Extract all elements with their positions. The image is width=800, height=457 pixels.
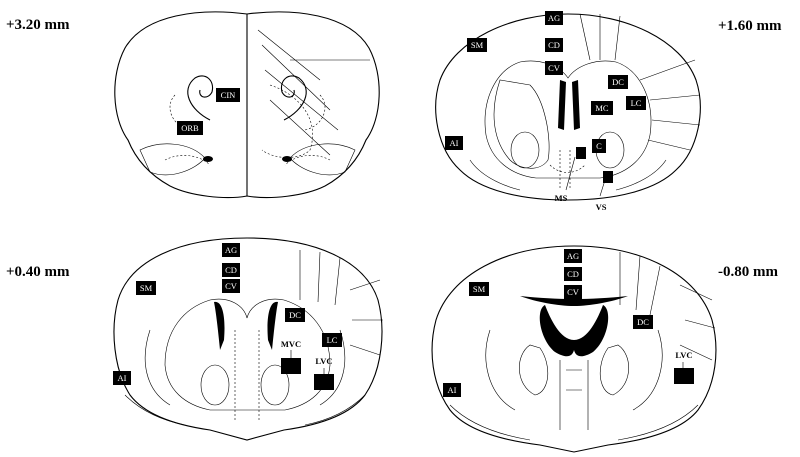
svg-text:SM: SM <box>473 284 486 294</box>
brain-outline <box>113 237 383 441</box>
section-panel-4: -0.80 mm AG CD CV SM DC AI LVC <box>431 245 778 453</box>
svg-text:MC: MC <box>595 103 609 113</box>
region-label-cin: CIN <box>216 88 240 102</box>
injection-site-mvc <box>281 358 301 374</box>
svg-text:AG: AG <box>567 251 579 261</box>
region-label-orb: ORB <box>177 121 203 135</box>
region-label-dc: DC <box>285 308 305 322</box>
left-ventricle-region <box>493 79 550 169</box>
svg-text:DC: DC <box>289 310 301 320</box>
svg-text:CD: CD <box>567 269 579 279</box>
coordinate-label: +0.40 mm <box>6 264 70 280</box>
svg-text:CV: CV <box>225 281 238 291</box>
region-label-sm: SM <box>136 281 156 295</box>
inner-boundary <box>164 298 331 411</box>
svg-text:SM: SM <box>140 283 153 293</box>
svg-text:AI: AI <box>118 373 127 383</box>
svg-text:ORB: ORB <box>181 123 199 133</box>
injection-site-lvc <box>314 374 334 390</box>
coordinate-label: +1.60 mm <box>718 18 782 34</box>
region-label-lvc: LVC <box>315 356 332 366</box>
region-label-dc: DC <box>633 315 653 329</box>
svg-text:DC: DC <box>612 77 624 87</box>
svg-text:AI: AI <box>450 138 459 148</box>
svg-text:AG: AG <box>225 245 237 255</box>
ventricle-fill <box>214 301 278 350</box>
brain-outline <box>435 13 701 201</box>
ms-pointer <box>565 156 576 191</box>
region-label-ai: AI <box>445 136 463 150</box>
section-panel-2: +1.60 mm AG CD CV SM DC MC LC C AI MS VS <box>435 11 782 212</box>
region-label-lvc: LVC <box>675 350 692 360</box>
svg-text:CD: CD <box>225 265 237 275</box>
region-label-ag: AG <box>545 11 563 25</box>
region-label-cd: CD <box>564 267 582 281</box>
svg-text:C: C <box>596 141 602 151</box>
svg-text:CD: CD <box>548 40 560 50</box>
brain-outline <box>431 245 717 453</box>
svg-text:AG: AG <box>548 13 560 23</box>
region-label-ag: AG <box>222 243 240 257</box>
region-label-ai: AI <box>443 383 461 397</box>
svg-text:DC: DC <box>637 317 649 327</box>
section-panel-3: +0.40 mm AG CD CV SM DC LC AI MVC LVC <box>6 237 383 441</box>
region-label-lc: LC <box>322 333 342 347</box>
inner-boundary <box>484 60 652 179</box>
section-panel-1: +3.20 mm CIN ORB <box>6 11 380 199</box>
region-label-ai: AI <box>113 371 131 385</box>
ventricle-fill <box>558 80 580 130</box>
region-label-dc: DC <box>608 75 628 89</box>
injection-site-lvc <box>674 368 694 384</box>
cortical-divisions <box>257 29 370 156</box>
region-label-cd: CD <box>545 38 563 52</box>
svg-text:LC: LC <box>631 98 642 108</box>
region-label-lc: LC <box>626 96 646 110</box>
cortical-divisions <box>639 59 701 151</box>
svg-text:AI: AI <box>448 385 457 395</box>
injection-site-ms <box>576 147 586 159</box>
right-curl <box>280 75 307 121</box>
region-label-mvc: MVC <box>281 339 301 349</box>
region-label-sm: SM <box>469 282 489 296</box>
svg-text:CV: CV <box>548 63 561 73</box>
solid-marker <box>203 156 213 162</box>
coordinate-label: -0.80 mm <box>718 264 778 280</box>
region-label-cv: CV <box>222 279 240 293</box>
dashed-boundary <box>261 84 313 158</box>
region-label-vs: VS <box>596 202 607 212</box>
svg-text:CIN: CIN <box>221 90 236 100</box>
cortical-divisions <box>299 250 383 356</box>
left-curl <box>187 75 214 121</box>
region-label-mc: MC <box>591 101 613 115</box>
region-label-cv: CV <box>564 285 582 299</box>
region-label-cv: CV <box>545 61 563 75</box>
region-label-c: C <box>592 139 606 153</box>
corpus-callosum-fill <box>520 296 628 306</box>
svg-text:CV: CV <box>567 287 580 297</box>
solid-marker <box>282 156 292 162</box>
svg-text:LC: LC <box>327 335 338 345</box>
region-label-ms: MS <box>555 193 568 203</box>
region-label-sm: SM <box>467 38 487 52</box>
svg-text:SM: SM <box>471 40 484 50</box>
region-label-ag: AG <box>564 249 582 263</box>
coordinate-label: +3.20 mm <box>6 17 70 33</box>
cortical-divisions <box>619 252 716 361</box>
injection-site-vs <box>603 171 613 183</box>
ventricle-fill <box>539 305 609 357</box>
region-label-cd: CD <box>222 263 240 277</box>
